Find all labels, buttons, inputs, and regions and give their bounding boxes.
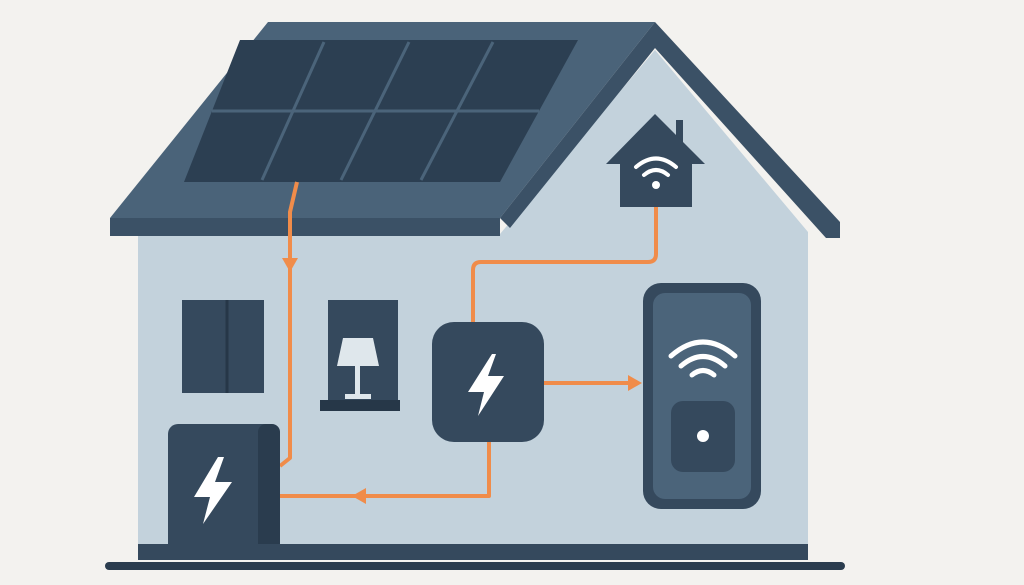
wire-inverter-to-battery [280, 442, 491, 498]
solar-panel [184, 40, 578, 182]
house-base [138, 544, 808, 560]
lightning-bolt-icon [194, 457, 232, 524]
wifi-icon [668, 339, 738, 378]
wifi-icon [634, 156, 678, 177]
ground-line [105, 562, 845, 570]
wire-inverter-to-router [471, 206, 658, 322]
window [182, 300, 264, 393]
energy-wires [278, 181, 658, 498]
home-battery [168, 424, 280, 560]
smart-controller [643, 283, 761, 509]
arrow-right-icon [628, 375, 642, 391]
arrow-down-icon [282, 258, 298, 272]
smart-hub-icon [606, 114, 705, 207]
arrow-left-icon [352, 488, 366, 504]
lamp-icon [320, 300, 400, 411]
lightning-bolt-icon [468, 354, 504, 416]
wire-panel-to-battery [278, 181, 299, 468]
inverter [432, 322, 544, 442]
